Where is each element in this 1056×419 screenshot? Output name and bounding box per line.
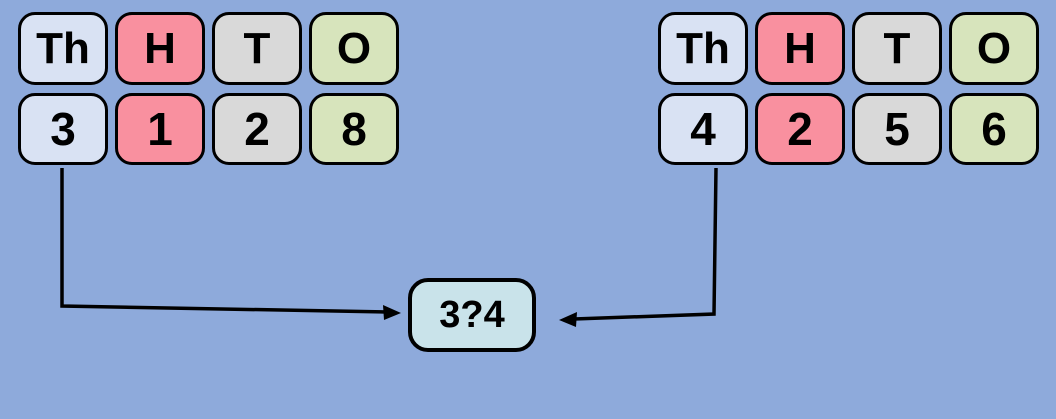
left-header-tens: T <box>212 12 302 85</box>
right-number-group: Th H T O 4 2 5 6 <box>658 12 1039 165</box>
right-header-ones: O <box>949 12 1039 85</box>
right-digit-thousands: 4 <box>658 93 748 165</box>
right-digit-hundreds: 2 <box>755 93 845 165</box>
left-header-thousands: Th <box>18 12 108 85</box>
left-digit-hundreds: 1 <box>115 93 205 165</box>
left-digit-thousands: 3 <box>18 93 108 165</box>
left-arrow <box>60 168 401 320</box>
left-digit-tens: 2 <box>212 93 302 165</box>
left-number-group: Th H T O 3 1 2 8 <box>18 12 399 165</box>
left-header-hundreds: H <box>115 12 205 85</box>
comparison-box: 3?4 <box>408 278 536 352</box>
right-header-tens: T <box>852 12 942 85</box>
right-header-hundreds: H <box>755 12 845 85</box>
left-header-ones: O <box>309 12 399 85</box>
right-digit-ones: 6 <box>949 93 1039 165</box>
right-arrow <box>559 167 718 327</box>
right-digit-tens: 5 <box>852 93 942 165</box>
right-header-thousands: Th <box>658 12 748 85</box>
left-digit-ones: 8 <box>309 93 399 165</box>
